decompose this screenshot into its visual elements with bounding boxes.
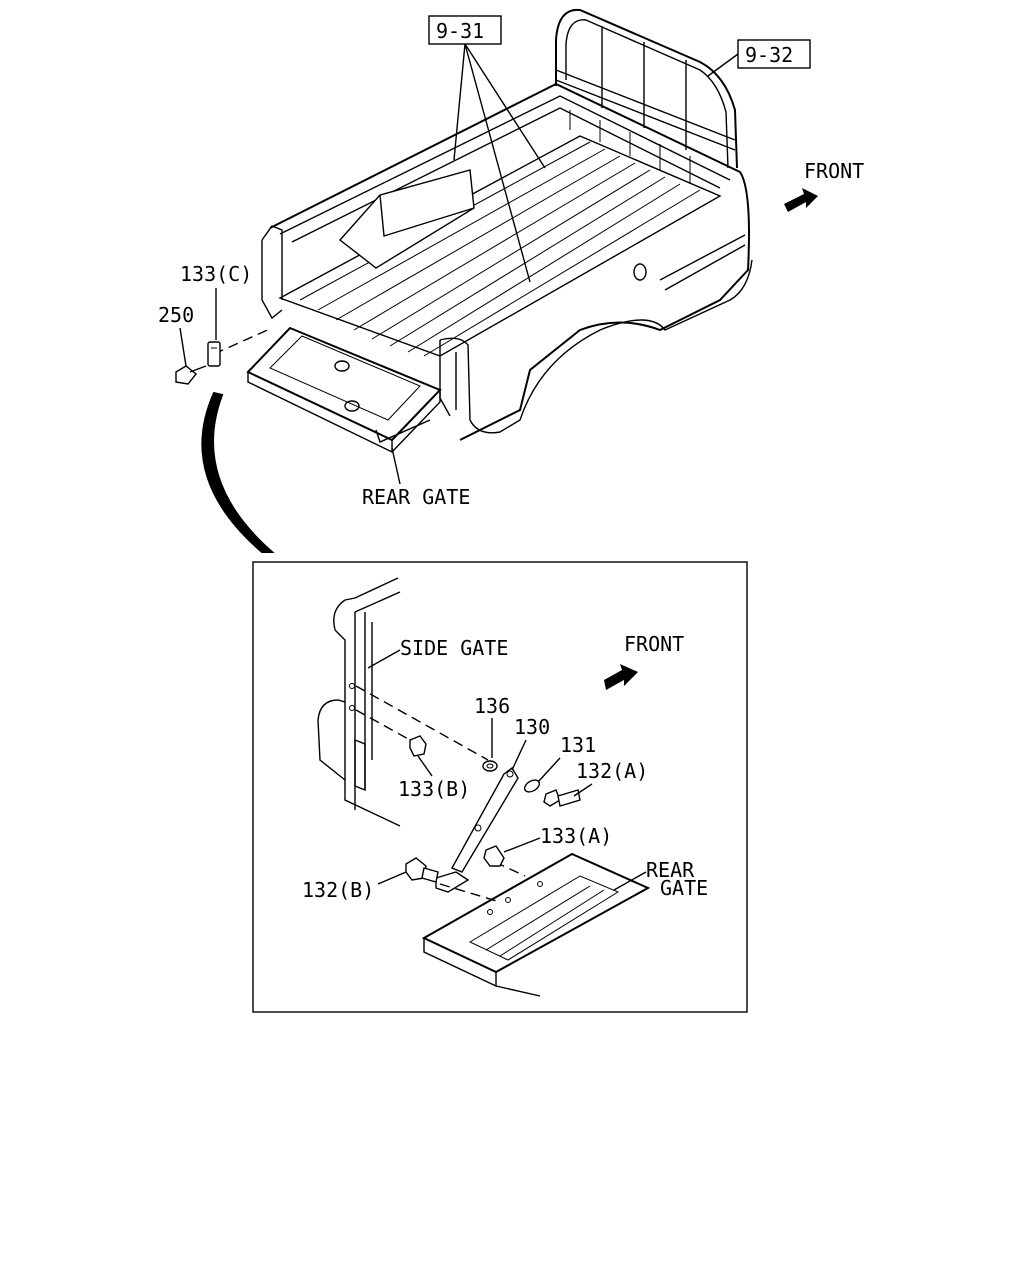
dash-line-136 [355,685,489,761]
part-133c-label: 133(C) [180,262,252,286]
top-front-label: FRONT [804,159,864,183]
part-133a-label: 133(A) [540,824,612,848]
truck-bed-drawing [175,8,753,553]
dash-line-133b [355,709,411,741]
rear-gate-detail [421,852,651,997]
side-gate-label: SIDE GATE [400,636,508,660]
headboard-rack [555,8,738,169]
bed-body [261,82,753,441]
rear-gate-top [246,326,442,454]
detail-arrow-icon [201,391,275,553]
detail-gate-label: GATE [660,876,708,900]
callout-9-32-label: 9-32 [745,43,793,67]
arrow-icon [604,664,638,690]
part-136-label: 136 [474,694,510,718]
detail-view-frame [252,561,748,1013]
detail-rear-label: REAR [646,858,695,882]
clip-icon [207,341,221,367]
part-250-label: 250 [158,303,194,327]
part-130-label: 130 [514,715,550,739]
side-gate-detail [317,577,401,827]
dash-line-132b [439,883,501,903]
part-132b-label: 132(B) [302,878,374,902]
washer-icon [482,760,498,772]
callout-9-31-label: 9-31 [436,19,484,43]
part-132a-label: 132(A) [576,759,648,783]
ring-icon [523,779,541,793]
stay-cable [435,766,519,893]
part-131-label: 131 [560,733,596,757]
part-133b-label: 133(B) [398,777,470,801]
clip-icon [483,845,505,867]
callout-9-31: 9-31 [428,15,502,45]
detail-front-label: FRONT [624,632,684,656]
top-rear-gate-label: REAR GATE [362,485,470,509]
bolt-icon [405,857,439,883]
bolt-icon [175,365,207,385]
clip-icon [409,735,427,757]
arrow-icon [784,188,818,212]
top-fastener-leader [213,327,273,355]
bolt-icon [543,789,581,807]
callout-9-32: 9-32 [737,39,811,69]
